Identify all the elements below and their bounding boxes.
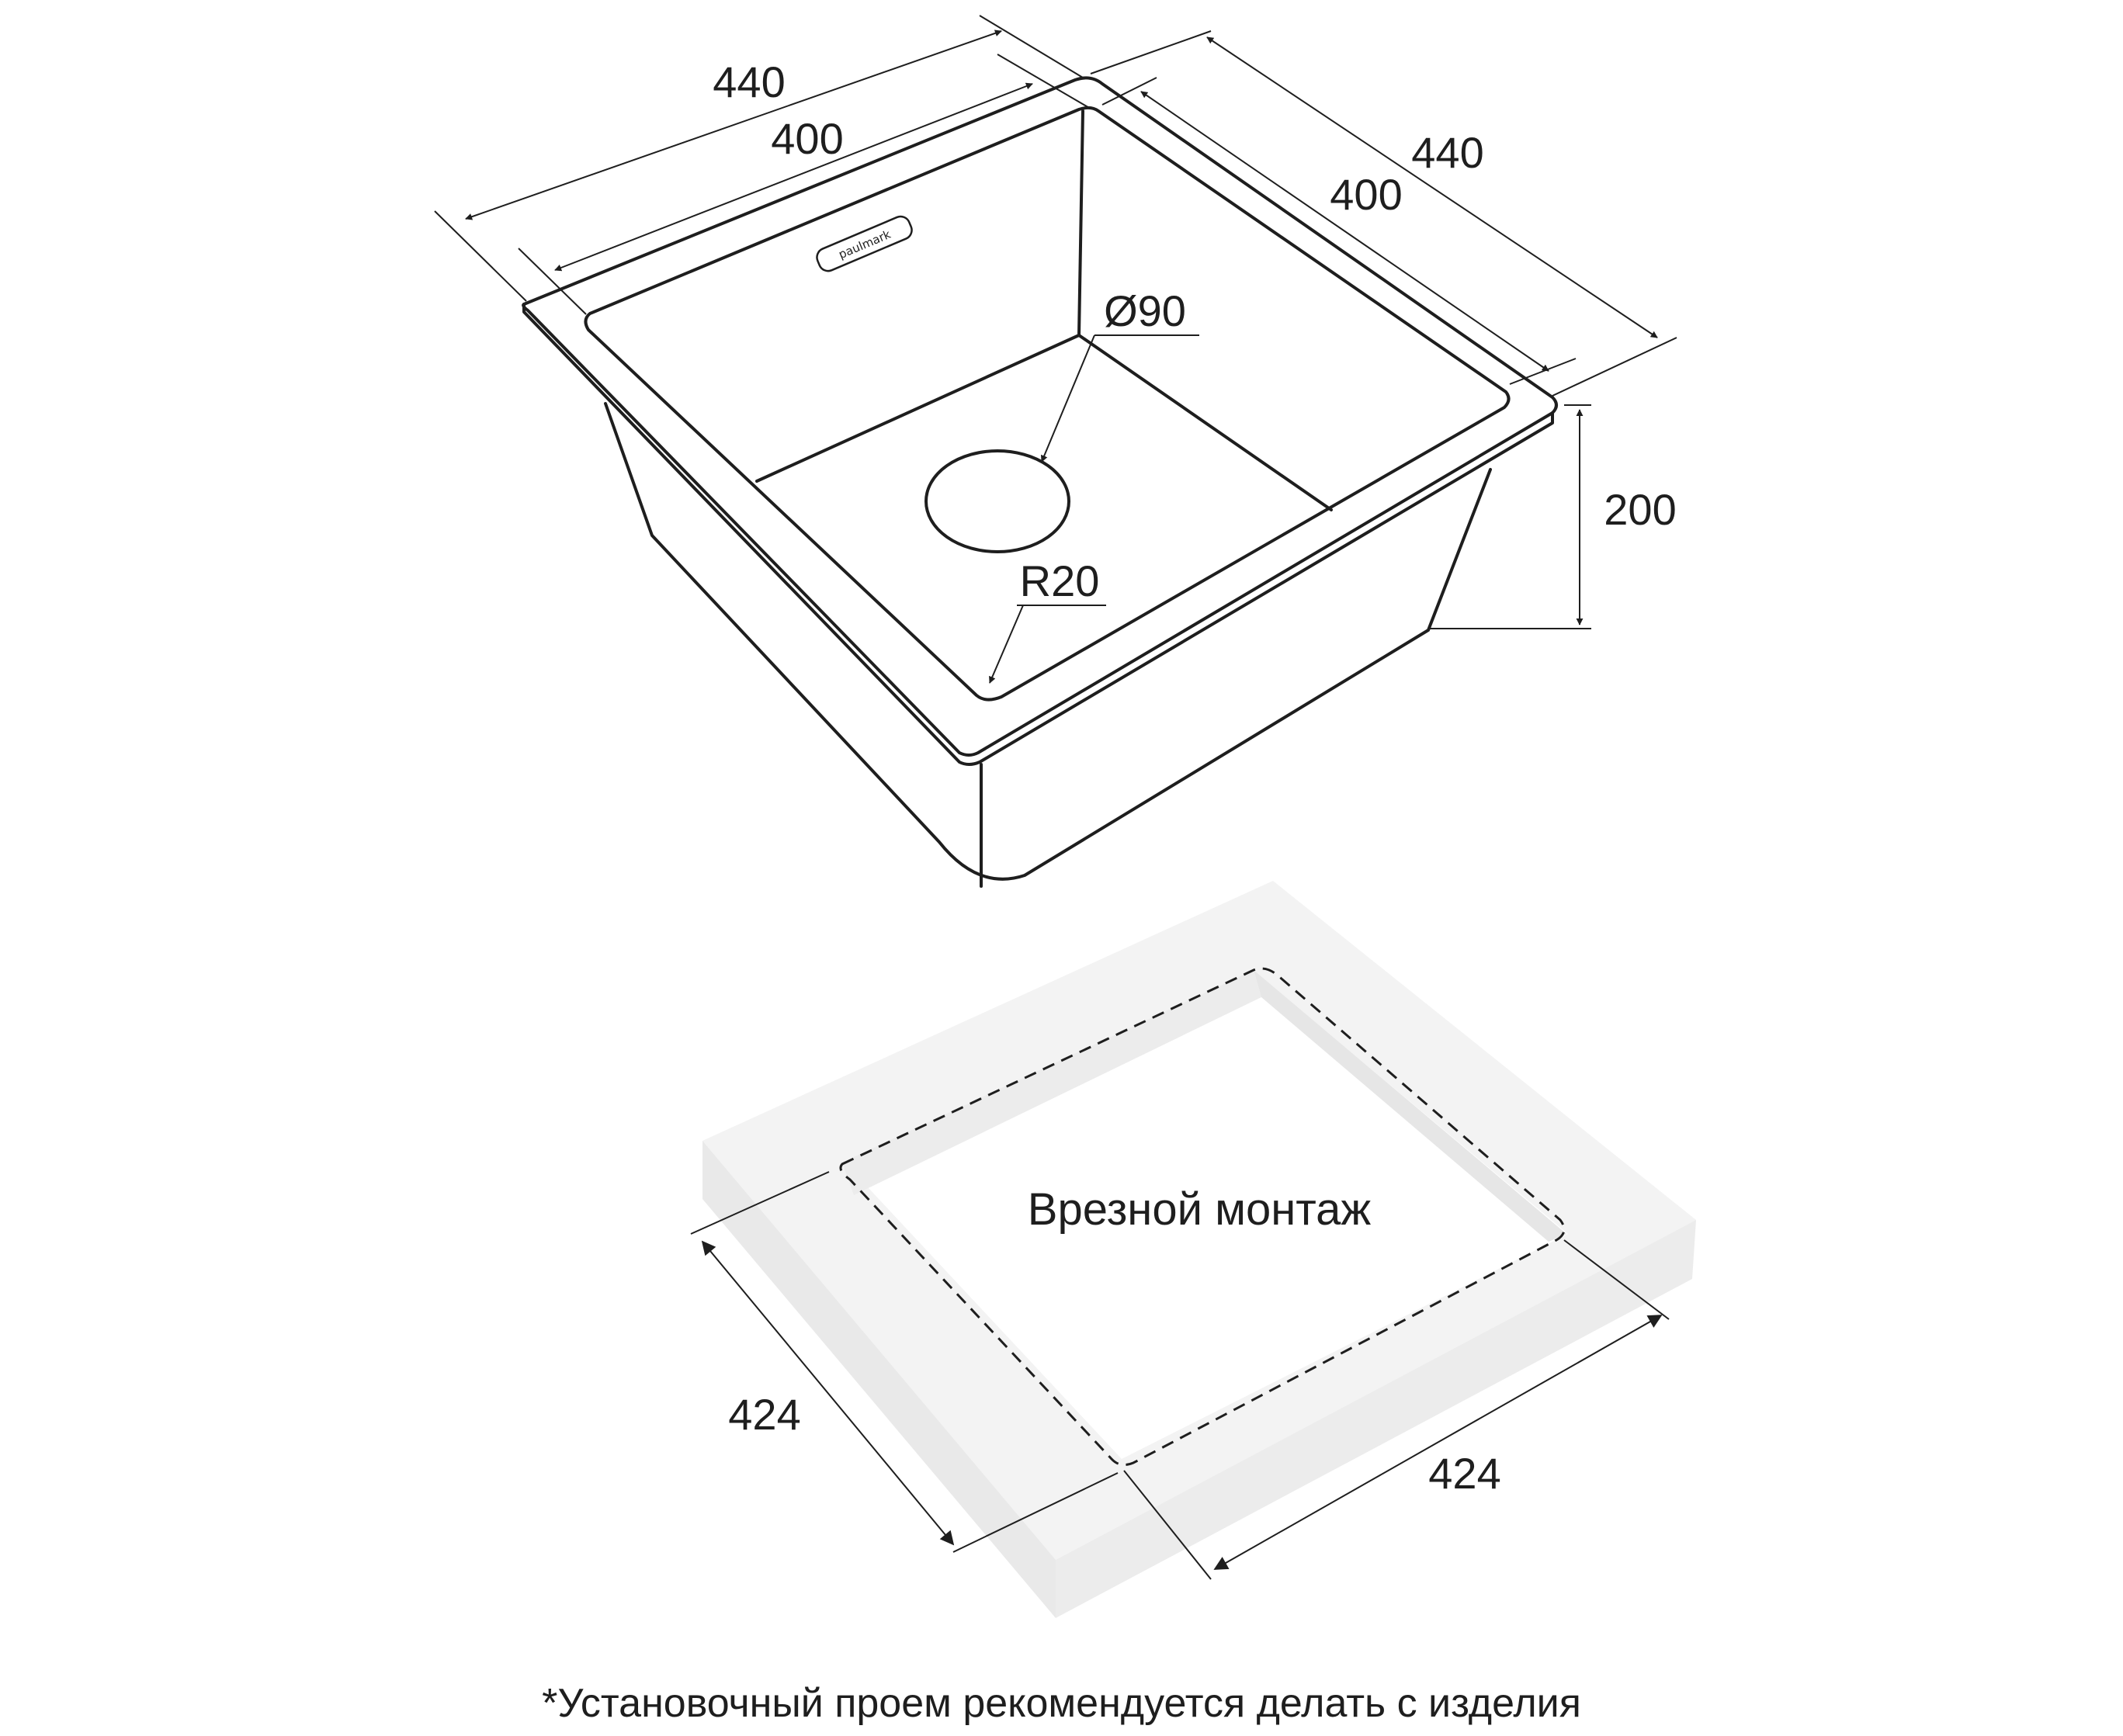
brand-logo: paulmark xyxy=(816,215,913,272)
dim-inner-width: 400 xyxy=(771,114,843,163)
dim-cutout-left: 424 xyxy=(728,1390,800,1439)
leader-drain xyxy=(1040,334,1095,463)
leader-radius xyxy=(989,605,1024,684)
dim-corner-radius: R20 xyxy=(1020,556,1100,605)
sink-rim-edge xyxy=(522,303,1554,766)
dim-outer-depth: 440 xyxy=(1411,128,1483,177)
dim-cutout-right: 424 xyxy=(1428,1449,1500,1498)
countertop-dimensions: 424 424 xyxy=(690,1171,1670,1580)
sink-bowl-back-right-wall xyxy=(1077,334,1333,511)
dim-line-outer-depth xyxy=(1206,36,1658,338)
mounting-label: Врезной монтаж xyxy=(1028,1184,1372,1235)
cutout-inner-wall-back-left xyxy=(842,970,1261,1195)
dim-drain-diameter: Ø90 xyxy=(1104,286,1186,335)
installation-footnote: *Установочный проем рекомендуется делать… xyxy=(542,1681,1581,1726)
cutout-inner-wall-back-right xyxy=(1254,970,1566,1242)
drain-hole xyxy=(924,449,1070,553)
sink-bowl-back-left-wall xyxy=(755,109,1084,483)
sink-dimensions: 440 400 440 400 Ø90 R20 200 xyxy=(434,15,1677,684)
countertop: Врезной монтаж xyxy=(702,881,1696,1618)
dim-line-inner-width xyxy=(554,82,1033,272)
cutout-outline xyxy=(839,967,1566,1467)
sink-body-left xyxy=(604,402,1492,881)
sink-rim-inner xyxy=(584,106,1511,702)
dim-inner-depth: 400 xyxy=(1330,170,1402,219)
dim-line-inner-depth xyxy=(1140,91,1549,372)
dim-line-cutout-right xyxy=(1213,1315,1663,1570)
dim-line-cutout-left xyxy=(701,1240,955,1546)
dim-outer-width: 440 xyxy=(713,57,785,106)
dim-height: 200 xyxy=(1604,485,1676,534)
